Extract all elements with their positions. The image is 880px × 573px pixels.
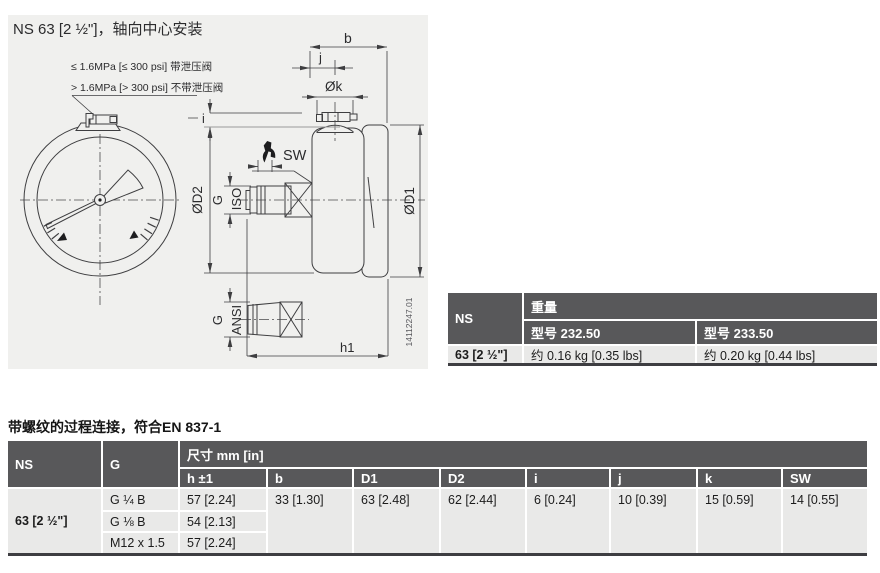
weight-header-model-232: 型号 232.50 bbox=[524, 321, 695, 344]
dim-subheader-d2: D2 bbox=[441, 469, 525, 487]
weight-row-model-232: 约 0.16 kg [0.35 lbs] bbox=[524, 346, 695, 363]
dim-label-j: j bbox=[318, 50, 322, 65]
dim-label-d1: ØD1 bbox=[402, 187, 417, 215]
dim-cell-i: 6 [0.24] bbox=[527, 489, 609, 553]
dim-subheader-k: k bbox=[698, 469, 781, 487]
weight-table: NS 重量 型号 232.50 型号 233.50 63 [2 ½"] 约 0.… bbox=[448, 293, 877, 366]
weight-header-weight: 重量 bbox=[524, 293, 877, 319]
dim-subheader-b: b bbox=[268, 469, 352, 487]
dim-label-g-ansi: G bbox=[210, 315, 225, 325]
dim-cell-ns: 63 [2 ½"] bbox=[8, 489, 101, 553]
process-connection-ansi bbox=[247, 301, 303, 338]
dim-subheader-j: j bbox=[611, 469, 696, 487]
gauge-front-view bbox=[20, 113, 182, 305]
dimension-lines bbox=[204, 44, 424, 359]
dim-label-h1: h1 bbox=[340, 340, 354, 355]
dim-cell-h-row2: 57 [2.24] bbox=[180, 533, 266, 553]
dim-cell-k: 15 [0.59] bbox=[698, 489, 781, 553]
technical-drawing: NS 63 [2 ½"]，轴向中心安装 ≤ 1.6MPa [≤ 300 psi]… bbox=[13, 21, 425, 359]
dim-label-i: i bbox=[202, 112, 205, 126]
gauge-side-view bbox=[188, 102, 425, 338]
dim-label-d2: ØD2 bbox=[190, 186, 205, 214]
dim-label-k: Øk bbox=[325, 79, 343, 94]
dim-label-b: b bbox=[344, 30, 352, 46]
dim-cell-j: 10 [0.39] bbox=[611, 489, 696, 553]
case-body bbox=[311, 127, 365, 274]
dim-label-ansi: ANSI bbox=[229, 305, 244, 335]
relief-valve-note-2: > 1.6MPa [> 300 psi] 不带泄压阀 bbox=[71, 81, 223, 94]
dim-cell-sw: 14 [0.55] bbox=[783, 489, 867, 553]
weight-header-ns: NS bbox=[448, 293, 522, 344]
weight-header-model-233: 型号 233.50 bbox=[697, 321, 877, 344]
relief-valve-front bbox=[75, 113, 121, 131]
weight-row-ns: 63 [2 ½"] bbox=[448, 346, 522, 363]
dim-header-dimensions: 尺寸 mm [in] bbox=[180, 441, 867, 467]
dim-label-sw: SW bbox=[283, 148, 307, 164]
dim-cell-h-row0: 57 [2.24] bbox=[180, 489, 266, 510]
pointer-counterweight bbox=[102, 169, 144, 204]
weight-row-model-233: 约 0.20 kg [0.44 lbs] bbox=[697, 346, 877, 363]
drawing-number: 14112247.01 bbox=[404, 297, 414, 346]
technical-drawing-panel: NS 63 [2 ½"]，轴向中心安装 ≤ 1.6MPa [≤ 300 psi]… bbox=[8, 15, 428, 369]
wrench-icon bbox=[262, 141, 276, 163]
dial-ticks bbox=[43, 216, 159, 241]
pointer-needle bbox=[45, 197, 101, 230]
dim-cell-d1: 63 [2.48] bbox=[354, 489, 439, 553]
dim-subheader-h: h ±1 bbox=[180, 469, 266, 487]
dimensions-section-title: 带螺纹的过程连接，符合EN 837-1 bbox=[8, 419, 222, 435]
drawing-title: NS 63 [2 ½"]，轴向中心安装 bbox=[13, 21, 203, 38]
dim-subheader-d1: D1 bbox=[354, 469, 439, 487]
dim-cell-g-row0: G ¼ B bbox=[103, 489, 178, 510]
dim-label-iso: ISO bbox=[229, 188, 244, 210]
dim-header-g: G bbox=[103, 441, 178, 487]
dim-cell-d2: 62 [2.44] bbox=[441, 489, 525, 553]
dim-subheader-i: i bbox=[527, 469, 609, 487]
dim-label-g-iso: G bbox=[210, 195, 225, 205]
dim-cell-g-row1: G ⅛ B bbox=[103, 512, 178, 531]
case-back-ring bbox=[361, 124, 389, 278]
dim-cell-b: 33 [1.30] bbox=[268, 489, 352, 553]
dimensions-table: NS G 尺寸 mm [in] h ±1 b D1 D2 i j k SW 63… bbox=[8, 441, 867, 556]
dim-cell-g-row2: M12 x 1.5 bbox=[103, 533, 178, 553]
dim-subheader-sw: SW bbox=[783, 469, 867, 487]
relief-valve-note-1: ≤ 1.6MPa [≤ 300 psi] 带泄压阀 bbox=[71, 60, 212, 73]
dial-end-marker-right bbox=[129, 230, 139, 239]
dim-header-ns: NS bbox=[8, 441, 101, 487]
dim-cell-h-row1: 54 [2.13] bbox=[180, 512, 266, 531]
dial-end-marker-left bbox=[57, 232, 67, 241]
note-leader-lines bbox=[71, 95, 197, 117]
